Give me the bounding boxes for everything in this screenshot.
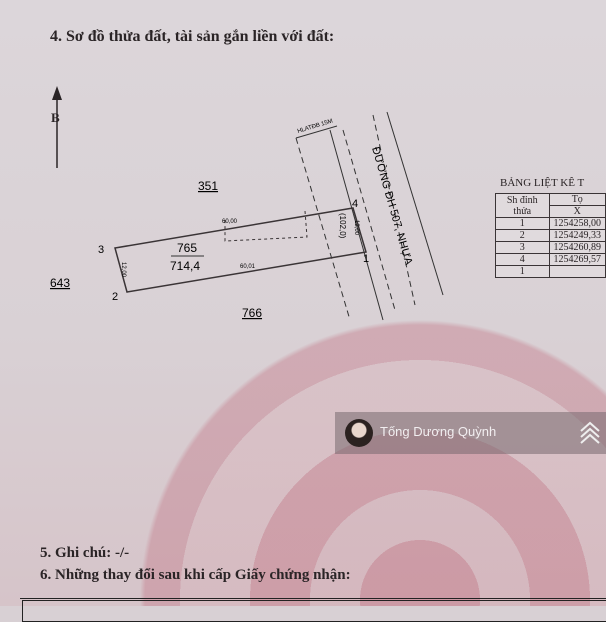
edge-left-length: 12,00 <box>120 262 126 278</box>
table-row: 1 <box>495 265 606 278</box>
header-x: X <box>548 205 606 218</box>
parcel-area: 714,4 <box>170 259 200 273</box>
section-6-title: 6. Những thay đổi sau khi cấp Giấy chứng… <box>40 567 351 583</box>
cell-x: 1254260,89 <box>548 241 606 254</box>
section-5-note: 5. Ghi chú: -/- <box>40 545 130 561</box>
avatar <box>345 419 373 447</box>
cell-sh: 3 <box>495 241 550 254</box>
cell-x: 1254258,00 <box>548 217 606 230</box>
vertex-1: 1 <box>363 253 369 265</box>
edge-right-length: 12,00 <box>353 220 359 236</box>
divider <box>20 598 606 599</box>
road-label: ĐƯỜNG ĐH 507, NHỰA <box>369 145 415 267</box>
edge-top-length: 60,00 <box>222 219 238 225</box>
cell-sh: 1 <box>495 217 550 230</box>
cell-sh: 4 <box>495 253 550 266</box>
road-width-label: (102,0) <box>338 213 347 239</box>
neighbor-parcel-766: 766 <box>242 306 262 320</box>
north-arrow-icon <box>52 86 62 168</box>
chevron-stack-logo-icon <box>580 421 600 444</box>
header-coord: Tọ <box>548 193 606 206</box>
parcel-765-outline <box>114 207 367 293</box>
neighbor-parcel-643: 643 <box>50 276 70 290</box>
section-4-title: 4. Sơ đồ thửa đất, tài sản gắn liền với … <box>50 28 335 45</box>
building-outline <box>224 210 308 242</box>
edge-bottom-length: 60,01 <box>240 264 256 270</box>
parcel-diagram: B HLATĐB 15M ĐƯỜNG ĐH 507, NHỰA (102,0) … <box>50 86 444 321</box>
cell-x: 1254249,33 <box>548 229 606 242</box>
watermark-bar: Tống Dương Quỳnh <box>335 412 606 454</box>
changes-box <box>22 600 606 622</box>
vertex-2: 2 <box>112 291 118 303</box>
cell-sh: 1 <box>495 265 550 278</box>
neighbor-parcel-351: 351 <box>198 179 218 193</box>
north-label: B <box>51 110 60 125</box>
coord-table-title: BẢNG LIỆT KÊ T <box>500 177 585 189</box>
header-sh: Sh đỉnh thửa <box>495 193 550 218</box>
parcel-number: 765 <box>177 241 197 255</box>
cell-x <box>548 265 606 278</box>
road-lines <box>295 111 444 321</box>
watermark-name: Tống Dương Quỳnh <box>380 424 497 439</box>
vertex-3: 3 <box>98 244 104 256</box>
certificate-paper <box>0 0 606 606</box>
cell-x: 1254269,57 <box>548 253 606 266</box>
cell-sh: 2 <box>495 229 550 242</box>
vertex-4: 4 <box>352 198 358 210</box>
